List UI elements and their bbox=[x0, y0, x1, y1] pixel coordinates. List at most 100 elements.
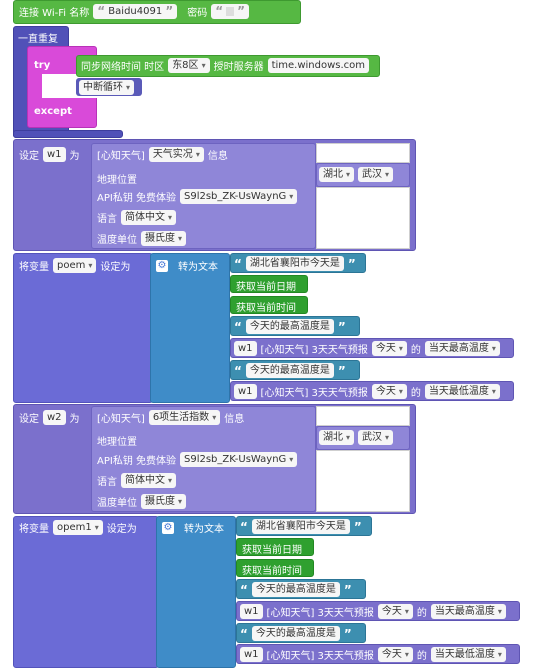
opem1-var-select[interactable]: opem1 bbox=[53, 520, 103, 535]
poem-f2-field[interactable]: 当天最低温度 bbox=[424, 384, 500, 399]
poem-string-2-text[interactable]: 今天的最高温度是 bbox=[245, 319, 334, 334]
wifi-password-input[interactable]: “” bbox=[211, 4, 250, 19]
w2-empty-slot bbox=[316, 406, 410, 426]
w1-source-row: [心知天气] 天气实况 信息 bbox=[97, 147, 228, 162]
opem1-forecast-2-row: w1 [心知天气] 3天天气预报 今天 的 当天最低温度 bbox=[240, 647, 506, 662]
sync-time-row: 同步网络时间 时区 东8区 授时服务器 time.windows.com bbox=[81, 58, 370, 73]
set-poem-as: 设定为 bbox=[100, 262, 131, 273]
w1-type-select[interactable]: 天气实况 bbox=[148, 147, 204, 162]
break-loop-select[interactable]: 中断循环 bbox=[79, 80, 135, 95]
server-label: 授时服务器 bbox=[213, 62, 264, 73]
w1-lang-select[interactable]: 简体中文 bbox=[121, 210, 177, 225]
w1-unit-select[interactable]: 摄氏度 bbox=[141, 231, 187, 246]
w2-location-row: 湖北 武汉 bbox=[319, 430, 394, 445]
w1-info: 信息 bbox=[207, 151, 228, 162]
gear-icon[interactable]: ⚙ bbox=[162, 521, 174, 534]
poem-f1-field[interactable]: 当天最高温度 bbox=[424, 341, 500, 356]
opem1-f1-day[interactable]: 今天 bbox=[377, 604, 413, 619]
opem1-f1-src: [心知天气] 3天天气预报 bbox=[266, 608, 374, 619]
w1-location-row: 湖北 武汉 bbox=[319, 167, 394, 182]
poem-f2-var[interactable]: w1 bbox=[234, 384, 257, 399]
opem1-time-label: 获取当前时间 bbox=[242, 566, 302, 577]
opem1-f2-src: [心知天气] 3天天气预报 bbox=[266, 651, 374, 662]
poem-to-text-block[interactable] bbox=[150, 253, 230, 403]
forever-loop-label: 一直重复 bbox=[18, 34, 58, 45]
except-label: except bbox=[34, 106, 72, 117]
wifi-connect-row: 连接 Wi-Fi 名称 “ Baidu4091 ” 密码 “” bbox=[19, 4, 250, 19]
opem1-date-block[interactable] bbox=[236, 538, 314, 556]
poem-var-select[interactable]: poem bbox=[53, 258, 97, 273]
server-input[interactable]: time.windows.com bbox=[267, 58, 370, 73]
w2-province-select[interactable]: 湖北 bbox=[319, 430, 355, 445]
opem1-string-1-row: “湖北省襄阳市今天是” bbox=[240, 519, 362, 534]
w1-api-row: API私钥 免费体验 S9l2sb_ZK-UsWaynG bbox=[97, 189, 298, 204]
poem-date-block[interactable] bbox=[230, 275, 308, 293]
poem-time-block[interactable] bbox=[230, 296, 308, 314]
opem1-f2-of: 的 bbox=[416, 651, 427, 662]
opem1-f2-var[interactable]: w1 bbox=[240, 647, 263, 662]
w1-lang-label: 语言 bbox=[97, 214, 117, 225]
opem1-to-text-label: 转为文本 bbox=[184, 524, 224, 535]
w2-info: 信息 bbox=[224, 414, 245, 425]
set-opem1-label: 将变量 bbox=[19, 524, 49, 535]
poem-string-1-row: “湖北省襄阳市今天是” bbox=[234, 256, 356, 271]
poem-string-3-text[interactable]: 今天的最高温度是 bbox=[245, 363, 334, 378]
opem1-f1-field[interactable]: 当天最高温度 bbox=[430, 604, 506, 619]
poem-time-label: 获取当前时间 bbox=[236, 303, 296, 314]
poem-f1-day[interactable]: 今天 bbox=[371, 341, 407, 356]
wifi-ssid-input[interactable]: “ Baidu4091 ” bbox=[93, 4, 178, 19]
poem-f2-of: 的 bbox=[410, 388, 421, 399]
w1-unit-row: 温度单位 摄氏度 bbox=[97, 231, 187, 246]
w1-city-select[interactable]: 武汉 bbox=[358, 167, 394, 182]
w1-api-label: API私钥 免费体验 bbox=[97, 193, 176, 204]
set-opem1-as: 设定为 bbox=[106, 524, 137, 535]
poem-f1-var[interactable]: w1 bbox=[234, 341, 257, 356]
w2-api-label: API私钥 免费体验 bbox=[97, 456, 176, 467]
poem-to-text-label: 转为文本 bbox=[178, 262, 218, 273]
gear-icon[interactable]: ⚙ bbox=[156, 259, 168, 272]
poem-forecast-1-row: w1 [心知天气] 3天天气预报 今天 的 当天最高温度 bbox=[234, 341, 500, 356]
opem1-string-3-text[interactable]: 今天的最高温度是 bbox=[251, 626, 340, 641]
w2-unit-select[interactable]: 摄氏度 bbox=[141, 494, 187, 509]
poem-string-1-text[interactable]: 湖北省襄阳市今天是 bbox=[245, 256, 344, 271]
poem-f1-of: 的 bbox=[410, 345, 421, 356]
w1-province-select[interactable]: 湖北 bbox=[319, 167, 355, 182]
poem-forecast-2-row: w1 [心知天气] 3天天气预报 今天 的 当天最低温度 bbox=[234, 384, 500, 399]
opem1-to-text-block[interactable] bbox=[156, 516, 236, 668]
w2-var[interactable]: w2 bbox=[43, 410, 66, 425]
poem-string-3-row: “今天的最高温度是” bbox=[234, 363, 346, 378]
set-poem-label: 将变量 bbox=[19, 262, 49, 273]
opem1-to-text-row: ⚙ 转为文本 bbox=[162, 520, 224, 535]
w2-city-select[interactable]: 武汉 bbox=[358, 430, 394, 445]
timezone-select[interactable]: 东8区 bbox=[168, 58, 210, 73]
w2-type-select[interactable]: 6项生活指数 bbox=[148, 410, 221, 425]
w2-api-select[interactable]: S9l2sb_ZK-UsWaynG bbox=[180, 452, 298, 467]
w1-api-select[interactable]: S9l2sb_ZK-UsWaynG bbox=[180, 189, 298, 204]
opem1-f2-field[interactable]: 当天最低温度 bbox=[430, 647, 506, 662]
opem1-string-1-text[interactable]: 湖北省襄阳市今天是 bbox=[251, 519, 350, 534]
w1-lang-row: 语言 简体中文 bbox=[97, 210, 177, 225]
w1-empty-slot bbox=[316, 143, 410, 163]
w1-empty-slot-2 bbox=[316, 187, 410, 249]
w1-unit-label: 温度单位 bbox=[97, 235, 137, 246]
set-poem-block[interactable] bbox=[13, 253, 153, 403]
opem1-f2-day[interactable]: 今天 bbox=[377, 647, 413, 662]
poem-f2-day[interactable]: 今天 bbox=[371, 384, 407, 399]
set-w2-label: 设定 bbox=[19, 414, 39, 425]
opem1-forecast-1-row: w1 [心知天气] 3天天气预报 今天 的 当天最高温度 bbox=[240, 604, 506, 619]
w2-unit-row: 温度单位 摄氏度 bbox=[97, 494, 187, 509]
opem1-f1-var[interactable]: w1 bbox=[240, 604, 263, 619]
w1-var[interactable]: w1 bbox=[43, 147, 66, 162]
opem1-date-label: 获取当前日期 bbox=[242, 545, 302, 556]
poem-f2-src: [心知天气] 3天天气预报 bbox=[260, 388, 368, 399]
loop-cap bbox=[13, 130, 123, 138]
opem1-string-2-text[interactable]: 今天的最高温度是 bbox=[251, 582, 340, 597]
set-w1-row: 设定 w1 为 bbox=[19, 147, 80, 162]
w2-lang-select[interactable]: 简体中文 bbox=[121, 473, 177, 488]
wifi-connect-label: 连接 Wi-Fi 名称 bbox=[19, 8, 90, 19]
set-opem1-block[interactable] bbox=[13, 516, 159, 668]
opem1-time-block[interactable] bbox=[236, 559, 314, 577]
w1-location-label: 地理位置 bbox=[97, 175, 137, 186]
set-poem-row: 将变量 poem 设定为 bbox=[19, 258, 130, 273]
opem1-string-2-row: “今天的最高温度是” bbox=[240, 582, 352, 597]
